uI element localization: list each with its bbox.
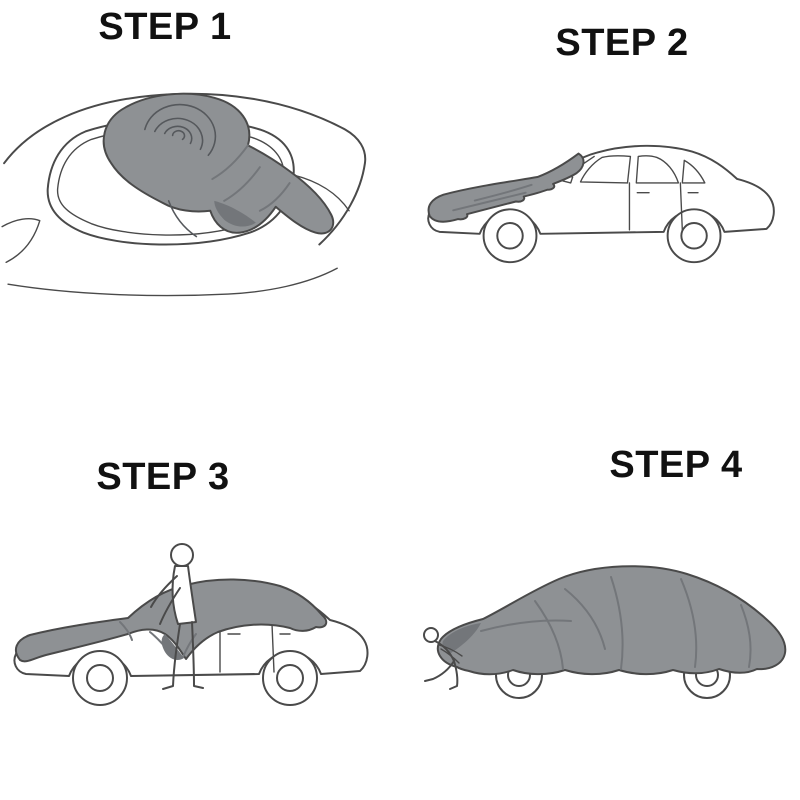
person-leg <box>191 621 204 689</box>
rear-wheel <box>262 650 318 706</box>
step-2-illustration <box>427 144 775 264</box>
cover-spiral <box>144 103 217 157</box>
front-wheel <box>482 208 538 264</box>
car-cover-full <box>436 565 787 676</box>
person-figure <box>150 543 204 690</box>
person-figure-small <box>423 627 463 690</box>
person-leg <box>449 660 459 690</box>
step-1-illustration <box>1 92 367 297</box>
front-wheel <box>72 650 128 706</box>
step-2-title: STEP 2 <box>555 22 689 64</box>
car-cover <box>14 578 328 663</box>
person-head <box>423 627 439 643</box>
step-3-panel: STEP 3 <box>0 400 400 800</box>
person-leg <box>424 660 455 682</box>
step-4-illustration <box>423 565 787 699</box>
step-4-panel: STEP 4 <box>400 400 800 800</box>
step-3-title: STEP 3 <box>96 456 230 498</box>
rolled-cover <box>102 92 335 238</box>
person-arm <box>438 644 463 657</box>
step-4-title: STEP 4 <box>609 444 743 486</box>
person-head <box>170 543 194 567</box>
person-arm <box>159 587 181 625</box>
car-cover <box>427 152 585 223</box>
step-1-title: STEP 1 <box>98 6 232 48</box>
step-3-illustration <box>13 543 369 706</box>
rear-wheel <box>666 208 722 264</box>
person-arm <box>440 648 460 664</box>
person-arm <box>150 575 178 608</box>
step-2-panel: STEP 2 <box>400 0 800 400</box>
person-body <box>434 640 455 662</box>
person-leg <box>162 623 181 690</box>
step-1-panel: STEP 1 <box>0 0 400 400</box>
